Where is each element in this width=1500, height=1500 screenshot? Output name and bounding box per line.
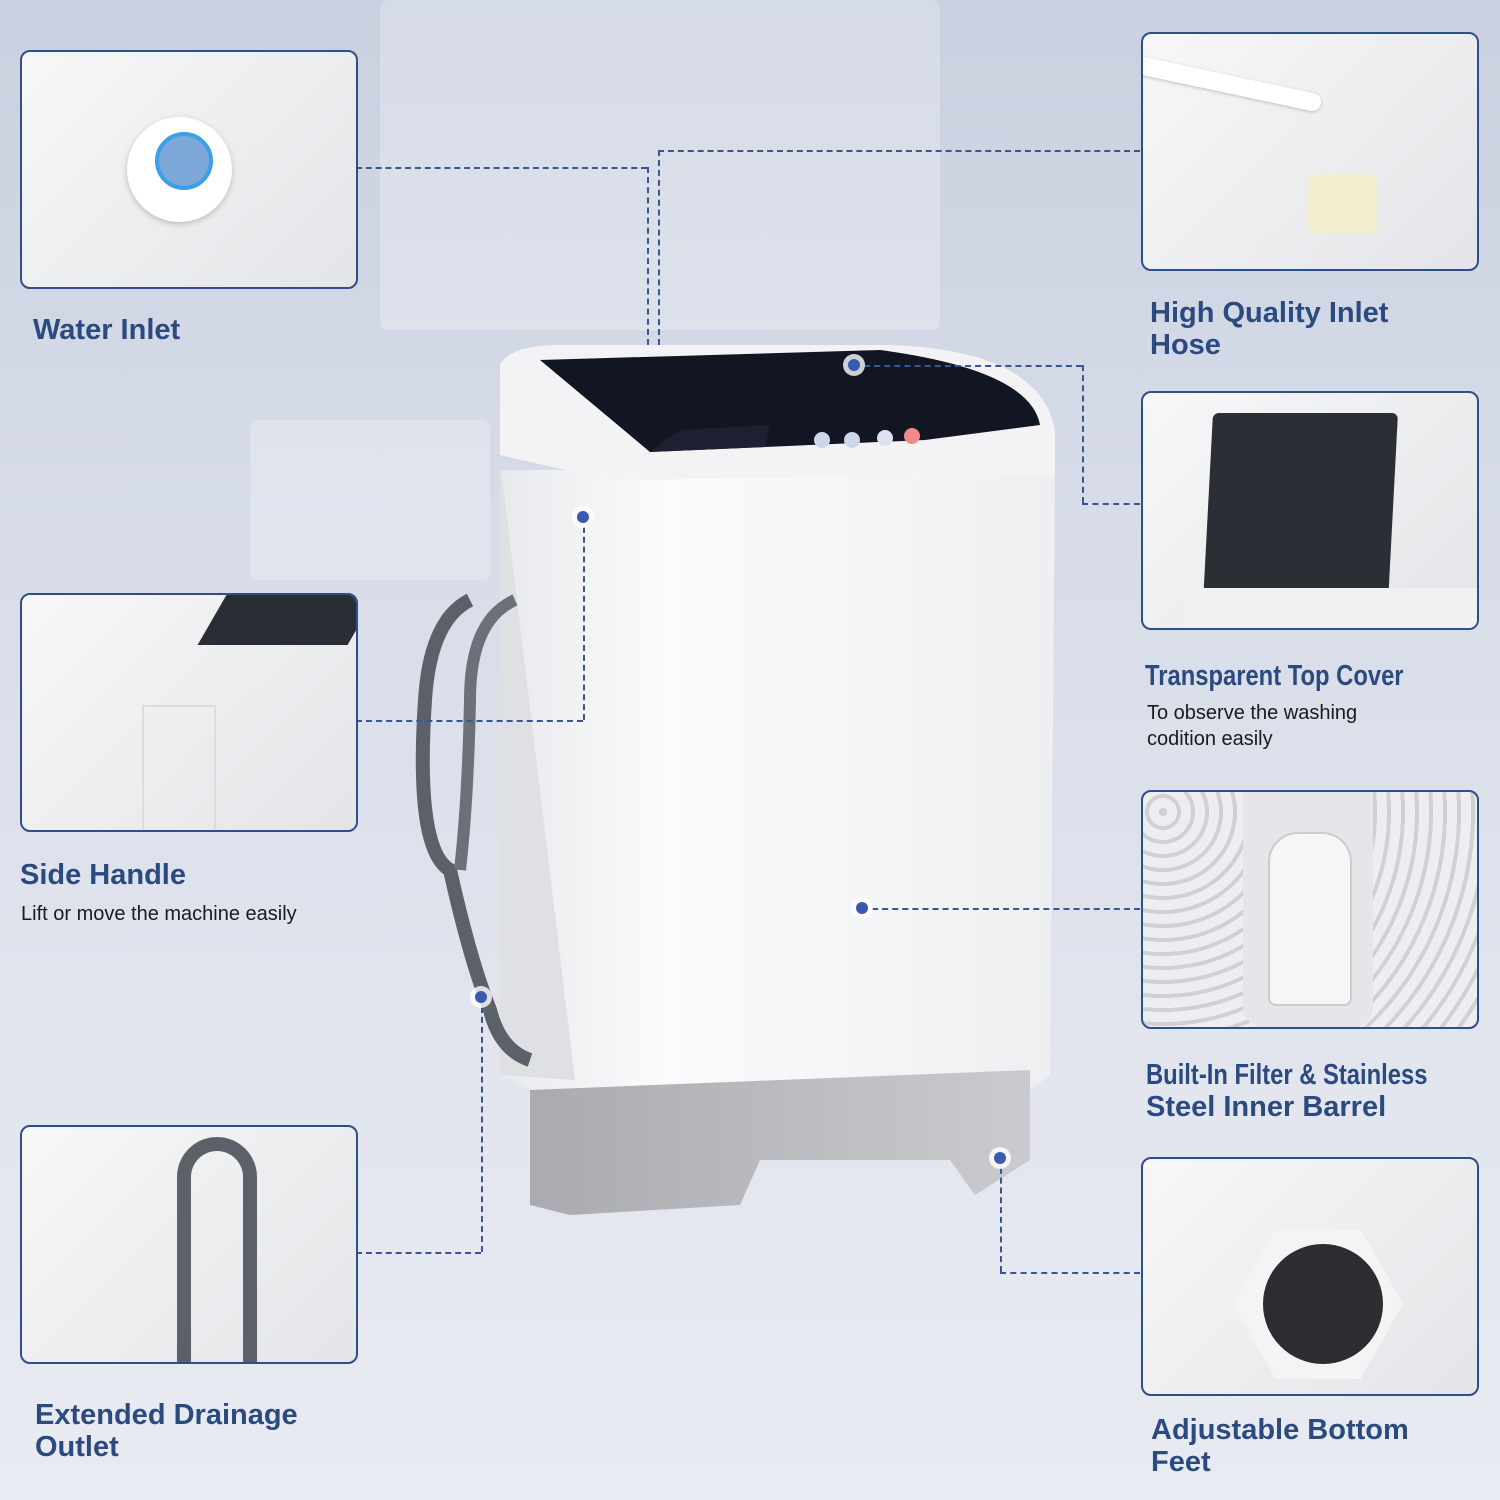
drainage-image bbox=[20, 1125, 358, 1364]
filter-title-line2: Steel Inner Barrel bbox=[1146, 1091, 1387, 1123]
background-shelf bbox=[250, 420, 490, 580]
inlet-hose-title-line1: High Quality Inlet bbox=[1150, 297, 1389, 329]
feet-title-line1: Adjustable Bottom bbox=[1151, 1414, 1409, 1446]
inlet-hose-title-line2: Hose bbox=[1150, 329, 1221, 361]
connector-top-cover bbox=[854, 365, 1082, 367]
connector-side-handle bbox=[356, 720, 583, 722]
feet-image bbox=[1141, 1157, 1479, 1396]
connector-feet bbox=[1000, 1272, 1140, 1274]
feet-title-line2: Feet bbox=[1151, 1446, 1211, 1478]
drainage-title-line2: Outlet bbox=[35, 1431, 119, 1463]
background-window bbox=[380, 0, 940, 330]
side-handle-title: Side Handle bbox=[20, 859, 186, 891]
filter-image bbox=[1141, 790, 1479, 1029]
water-inlet-title: Water Inlet bbox=[33, 314, 181, 346]
top-cover-subtitle-line1: To observe the washing bbox=[1147, 702, 1358, 724]
connector-water-inlet bbox=[356, 167, 647, 169]
connector-drainage-v bbox=[481, 997, 483, 1252]
drainage-title-line1: Extended Drainage bbox=[35, 1399, 298, 1431]
connector-feet-v bbox=[1000, 1158, 1002, 1272]
top-cover-image bbox=[1141, 391, 1479, 630]
connector-water-inlet-v bbox=[647, 167, 649, 345]
filter-title-line1: Built-In Filter & Stainless bbox=[1146, 1059, 1428, 1091]
inlet-hose-image bbox=[1141, 32, 1479, 271]
hotspot-drainage bbox=[475, 991, 487, 1003]
connector-top-cover-h2 bbox=[1082, 503, 1140, 505]
connector-top-cover-v bbox=[1082, 365, 1084, 503]
hotspot-filter bbox=[856, 902, 868, 914]
connector-inlet-hose-v bbox=[658, 150, 660, 345]
connector-filter bbox=[862, 908, 1140, 910]
hotspot-side-handle bbox=[577, 511, 589, 523]
side-handle-subtitle: Lift or move the machine easily bbox=[21, 903, 297, 925]
side-handle-image bbox=[20, 593, 358, 832]
top-cover-title: Transparent Top Cover bbox=[1145, 660, 1404, 692]
water-inlet-image bbox=[20, 50, 358, 289]
top-cover-subtitle-line2: codition easily bbox=[1147, 728, 1273, 750]
hotspot-top-cover bbox=[848, 359, 860, 371]
hotspot-feet bbox=[994, 1152, 1006, 1164]
connector-drainage bbox=[356, 1252, 481, 1254]
connector-side-handle-v bbox=[583, 517, 585, 720]
connector-inlet-hose bbox=[658, 150, 1140, 152]
